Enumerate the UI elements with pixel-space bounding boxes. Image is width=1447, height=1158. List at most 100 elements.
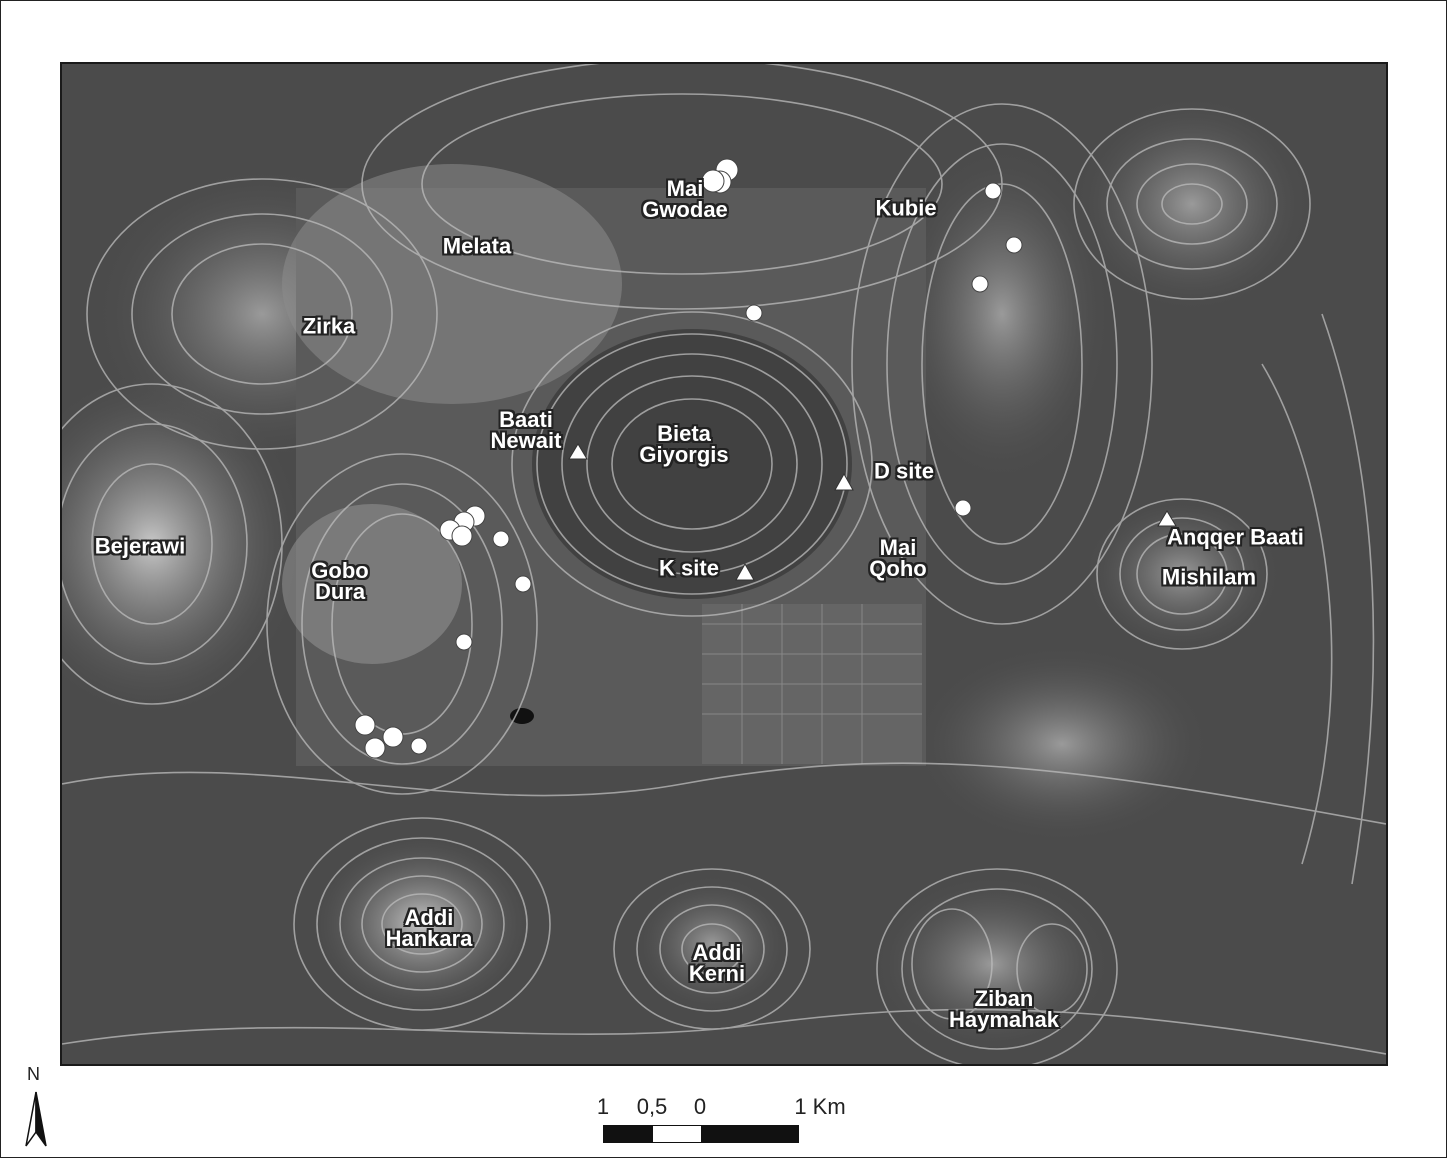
terrain-mishilam [1082,494,1282,654]
site-marker[interactable] [954,499,972,517]
contour [62,423,248,665]
excavation-sites [568,443,1177,581]
site-marker[interactable] [451,525,473,547]
north-letter: N [27,1064,40,1084]
terrain-e-ridge [892,144,1112,484]
site-marker[interactable] [410,737,428,755]
contour [561,353,823,575]
label-k-site: K site [659,555,719,581]
label-gobo-dura: Gobo Dura [311,558,369,604]
site-marker[interactable] [1005,236,1023,254]
site-triangle[interactable] [834,472,854,491]
contour [91,463,213,625]
terrain-east [912,644,1212,844]
scale-segment [701,1126,749,1142]
contour [421,93,943,275]
contour [586,375,798,553]
contour [1106,138,1278,270]
terrain-bieta-giyorgis [532,329,852,599]
contour [1136,163,1248,245]
label-melata: Melata [442,233,512,259]
terrain-addi-kerni [632,874,792,1014]
site-marker[interactable] [701,169,725,193]
contour [1136,533,1228,615]
label-ziban-haymahak: Ziban Haymahak [948,986,1060,1032]
contour [62,762,1386,825]
contour [266,453,538,795]
contour [381,893,463,955]
scale-tick-1: 1 [596,1094,610,1119]
contour [1016,923,1088,1015]
contour [876,868,1118,1064]
site-triangle[interactable] [568,443,588,460]
site-marker[interactable] [382,726,404,748]
scale-segment [604,1126,653,1142]
contour [659,904,765,994]
north-arrow-left-half [25,1091,37,1147]
north-arrow-icon [25,1091,47,1147]
contour [1073,108,1311,300]
contour [171,243,353,385]
site-marker[interactable] [492,530,510,548]
label-anqqer-baati: Anqqer Baati [1167,524,1304,550]
label-mai-gwodae: Mai Gwodae [642,176,728,222]
contour-lines [62,64,1386,1064]
scale-bar [603,1125,799,1143]
label-mai-qoho: Mai Qoho [869,535,927,581]
label-mishilam: Mishilam [1161,564,1257,590]
label-d-site: D site [874,458,934,484]
label-addi-kerni: Addi Kerni [688,940,746,986]
contour [1161,183,1223,225]
contour [611,398,773,530]
site-marker[interactable] [745,304,763,322]
scale-tick-0-5: 0,5 [636,1094,668,1119]
north-arrow-right-half [35,1091,47,1147]
contour [636,886,788,1012]
scale-tick-0: 0 [693,1094,707,1119]
scale-segment [749,1126,798,1142]
label-bejerawi: Bejerawi [94,533,186,559]
contour [1321,313,1375,885]
site-marker[interactable] [354,714,376,736]
contour [851,103,1153,625]
archaeological-sites [354,158,1023,759]
label-zirka: Zirka [302,313,356,339]
map-canvas [62,64,1386,1064]
contour [361,875,483,973]
contour [339,857,505,991]
site-marker[interactable] [514,575,532,593]
terrain-addi-hankara [312,834,532,1014]
site-triangle[interactable] [735,562,755,581]
label-addi-hankara: Addi Hankara [385,905,473,951]
site-marker[interactable] [364,737,386,759]
contour [86,178,438,450]
site-marker[interactable] [455,633,473,651]
map-panel: Mai Gwodae Kubie Melata Zirka Baati Newa… [60,62,1388,1066]
contour [1119,517,1245,631]
contour [681,923,743,975]
label-bieta-giyorgis: Bieta Giyorgis [639,421,729,467]
contour [361,64,1003,310]
reservoir [510,708,534,724]
label-kubie: Kubie [875,195,937,221]
scale-segment [653,1126,701,1142]
label-baati-newait: Baati Newait [490,407,562,453]
contour [901,888,1093,1050]
contour [1261,363,1333,865]
contour [886,143,1118,585]
contour [511,311,873,617]
contour [316,837,528,1011]
site-marker[interactable] [971,275,989,293]
site-triangle[interactable] [1157,510,1177,527]
terrain-melata [282,164,622,404]
site-marker[interactable] [984,182,1002,200]
contour [301,483,503,765]
scale-tick-1km: 1 Km [794,1094,846,1119]
terrain-gobo-dura [282,504,462,664]
contour [1096,498,1268,650]
contour [536,333,848,595]
contour [911,908,993,1020]
urban-grid [702,604,922,764]
contour [131,213,393,415]
terrain-ne-hill [1072,94,1312,314]
